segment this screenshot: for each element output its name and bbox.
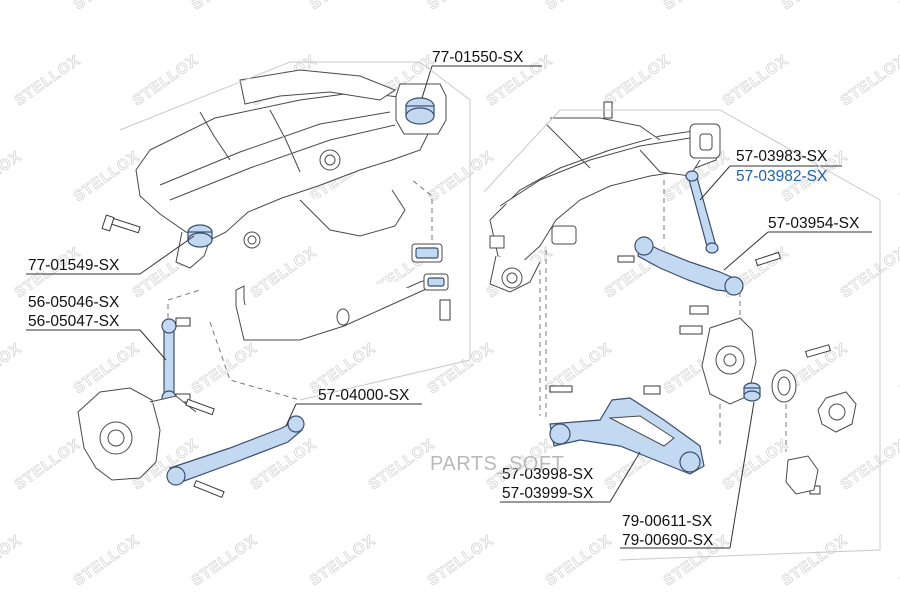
label-79-00690[interactable]: 79-00690-SX [622, 532, 714, 549]
watermark-text: STELLOX [189, 340, 261, 398]
watermark-text: STELLOX [543, 532, 615, 590]
right-subframe [489, 117, 721, 293]
watermark-text: STELLOX [71, 148, 143, 206]
watermark-text: STELLOX [189, 0, 261, 13]
watermark-text: STELLOX [425, 0, 497, 13]
watermark-text: STELLOX [71, 0, 143, 13]
watermark-text: STELLOX [720, 52, 792, 110]
watermark-text: STELLOX [307, 532, 379, 590]
watermark-text: STELLOX [543, 0, 615, 13]
label-57-03999[interactable]: 57-03999-SX [502, 485, 594, 502]
part-labels: 77-01550-SX 77-01549-SX 56-05046-SX 56-0… [28, 49, 860, 549]
watermark-text: STELLOX [366, 436, 438, 494]
bushing-79-00611 [743, 382, 761, 402]
bolt-lower-link [185, 398, 225, 499]
watermark-text: STELLOX [897, 0, 900, 13]
label-56-05046[interactable]: 56-05046-SX [28, 294, 120, 311]
left-knuckle [77, 387, 197, 481]
watermark-text: STELLOX [307, 0, 379, 13]
watermark-text: STELLOX [779, 532, 851, 590]
watermark-text: STELLOX [602, 52, 674, 110]
bolt-left-subframe [101, 214, 141, 234]
label-77-01550[interactable]: 77-01550-SX [432, 49, 524, 66]
label-57-03982[interactable]: 57-03982-SX [736, 168, 828, 185]
label-57-03998[interactable]: 57-03998-SX [502, 466, 594, 483]
label-56-05047[interactable]: 56-05047-SX [28, 313, 120, 330]
wheel-hub [817, 391, 857, 433]
label-57-03954[interactable]: 57-03954-SX [768, 215, 860, 232]
watermark-text: STELLOX [425, 532, 497, 590]
label-57-04000[interactable]: 57-04000-SX [318, 387, 410, 404]
right-frame [483, 109, 881, 561]
left-subframe [135, 69, 431, 269]
tie-rod-57-03982 [685, 170, 719, 254]
stabilizer-link-56-05046 [161, 317, 191, 406]
watermark-text: STELLOX [838, 436, 900, 494]
watermark-text: STELLOX [897, 532, 900, 590]
leader-lines [26, 65, 872, 549]
stabilizer-bar [235, 243, 451, 341]
site-watermark: PARTS_SOFT [430, 453, 564, 475]
watermark-text: STELLOX [838, 244, 900, 302]
watermark-text: STELLOX [0, 0, 25, 13]
watermark-text: STELLOX [0, 340, 25, 398]
watermark-text: STELLOX [12, 52, 84, 110]
watermark-text: STELLOX [71, 532, 143, 590]
hub-boot [785, 455, 819, 495]
watermark-text: STELLOX [189, 532, 261, 590]
lower-arm-57-03998 [549, 397, 705, 475]
watermark-text: STELLOX [0, 532, 25, 590]
bushing-77-01550 [395, 83, 447, 135]
label-57-03983[interactable]: 57-03983-SX [736, 148, 828, 165]
watermark-text: STELLOX [897, 340, 900, 398]
watermark-text: STELLOX [720, 436, 792, 494]
label-77-01549[interactable]: 77-01549-SX [28, 257, 120, 274]
watermark-text: STELLOX [838, 52, 900, 110]
watermark-text: STELLOX [130, 52, 202, 110]
right-knuckle [701, 317, 757, 405]
wheel-bearing [771, 369, 797, 403]
control-arm-57-03954 [634, 236, 744, 296]
left-frame [119, 61, 471, 401]
watermark-text: STELLOX [897, 148, 900, 206]
bushing-77-01549 [187, 224, 213, 248]
label-79-00611[interactable]: 79-00611-SX [622, 513, 713, 530]
watermark-text: STELLOX [12, 436, 84, 494]
watermark-text: STELLOX [425, 148, 497, 206]
watermark-text: STELLOX [779, 0, 851, 13]
lower-link-57-04000 [166, 415, 305, 486]
watermark-text: STELLOX [661, 0, 733, 13]
watermark-text: STELLOX [0, 148, 25, 206]
